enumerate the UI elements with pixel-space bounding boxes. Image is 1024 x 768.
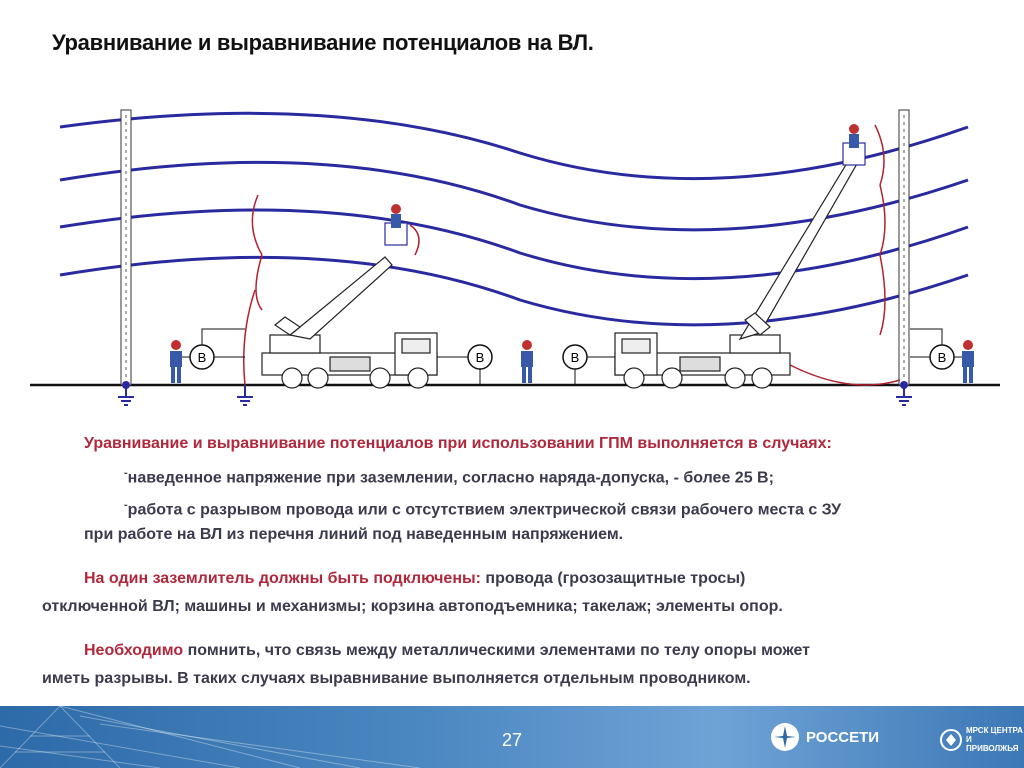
paragraph-grounding: На один заземлитель должны быть подключе…: [84, 567, 745, 590]
svg-text:В: В: [476, 350, 485, 365]
page-number: 27: [501, 730, 523, 750]
bullet-item: -наведенное напряжение при заземлении, с…: [124, 467, 774, 487]
svg-text:В: В: [571, 350, 580, 365]
rosseti-logo-icon: [771, 723, 799, 751]
paragraph-lead: На один заземлитель должны быть подключе…: [84, 570, 481, 587]
bullet-text: наведенное напряжение при заземлении, со…: [127, 469, 774, 487]
ground-symbol: [896, 385, 912, 406]
overhead-wires: [59, 111, 969, 327]
left-pole: [120, 109, 132, 389]
paragraph-grounding-line2: отключенной ВЛ; машины и механизмы; корз…: [42, 598, 783, 615]
bullet-continuation: при работе на ВЛ из перечня линий под на…: [84, 526, 624, 543]
worker-figure: [962, 340, 974, 383]
tower-graphic: [0, 706, 420, 768]
ground-symbol: [118, 385, 134, 406]
grounding-jumpers-right: [789, 124, 901, 386]
worker-figure: [521, 340, 533, 383]
aerial-lift-truck-left: [261, 204, 438, 389]
note-lead: Необходимо: [84, 642, 184, 659]
worker-figure: [170, 340, 182, 383]
paragraph-note: Необходимо помнить, что связь между мета…: [84, 639, 810, 662]
voltmeter: В: [562, 344, 615, 385]
ground-symbol: [237, 385, 253, 406]
paragraph-rest: провода (грозозащитные тросы): [480, 570, 746, 587]
bullet-item: -работа с разрывом провода или с отсутст…: [124, 499, 842, 519]
mrsk-logo: МРСК ЦЕНТРА И ПРИВОЛЖЬЯ: [940, 726, 1024, 753]
svg-text:В: В: [938, 350, 947, 365]
aerial-lift-truck-right: [614, 124, 866, 389]
voltmeter: В: [437, 344, 493, 385]
voltmeter: В: [175, 328, 245, 370]
footer-bar: 27 РОССЕТИ МРСК ЦЕНТРА И ПРИВОЛЖЬЯ: [0, 706, 1024, 768]
rosseti-logo-text: РОССЕТИ: [806, 728, 880, 746]
grounding-jumpers-left: [243, 194, 263, 386]
svg-text:В: В: [198, 350, 207, 365]
right-pole: [898, 109, 910, 389]
paragraph-note-line2: иметь разрывы. В таких случаях выравнива…: [42, 670, 751, 687]
voltmeter: В: [910, 328, 962, 370]
note-rest: помнить, что связь между металлическими …: [183, 642, 810, 659]
mrsk-logo-icon: [940, 728, 962, 751]
paragraph-intro: Уравнивание и выравнивание потенциалов п…: [84, 435, 832, 452]
rosseti-logo: РОССЕТИ: [770, 722, 879, 752]
page-title: Уравнивание и выравнивание потенциалов н…: [52, 30, 594, 55]
bullet-text: работа с разрывом провода или с отсутств…: [127, 501, 842, 519]
power-line-diagram: В В В В: [30, 109, 1000, 406]
mrsk-logo-text: МРСК ЦЕНТРА И ПРИВОЛЖЬЯ: [966, 726, 1023, 753]
